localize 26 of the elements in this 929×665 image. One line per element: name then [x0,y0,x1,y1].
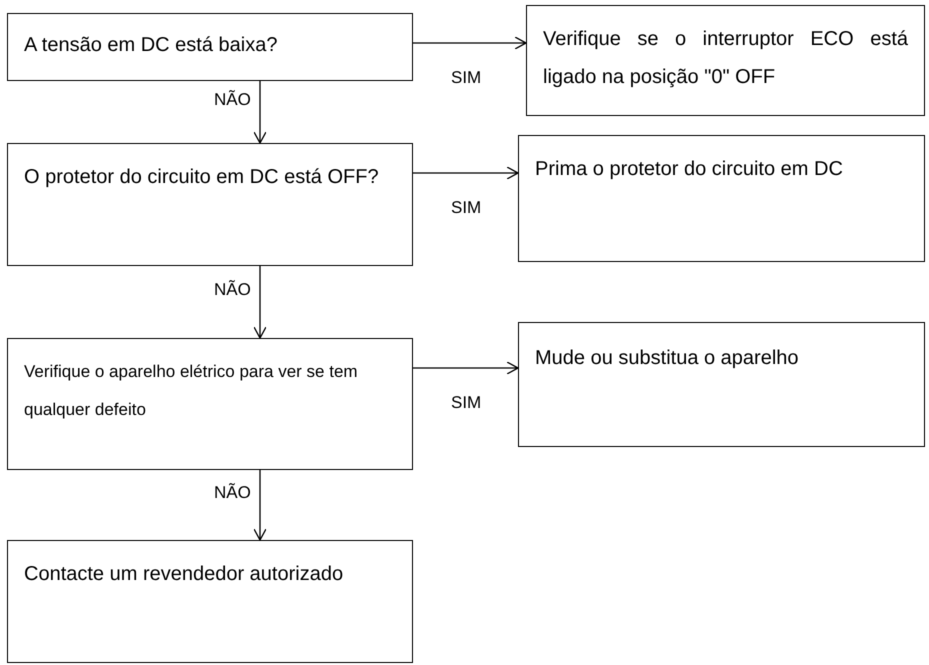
process-box [518,322,925,447]
box-text: Contacte um revendedor autorizado [24,562,344,587]
box-text: O protetor do circuito em DC está OFF? [24,165,380,190]
arrow [413,166,519,180]
process-box [7,338,413,470]
arrow [253,81,267,144]
arrow [413,36,527,50]
process-box [526,5,925,116]
edge-label: NÃO [214,90,251,110]
edge-label: SIM [451,68,482,88]
process-box [7,540,413,663]
arrow [413,361,519,375]
process-box [518,135,925,262]
edge-label: SIM [451,198,482,218]
box-text: Verifique se o interruptor ECO está ligado na posição "0" OFF [543,27,908,90]
box-text: Prima o protetor do circuito em DC [535,157,844,182]
arrow [253,470,267,541]
box-text: Mude ou substitua o aparelho [535,346,800,371]
process-box [7,13,413,81]
process-box [7,143,413,266]
edge-label: NÃO [214,280,251,300]
box-text: A tensão em DC está baixa? [24,33,278,58]
edge-label: SIM [451,393,482,413]
arrow [253,266,267,339]
edge-label: NÃO [214,483,251,503]
box-text: Verifique o aparelho elétrico para ver se tem qualquer defeito [24,361,359,421]
